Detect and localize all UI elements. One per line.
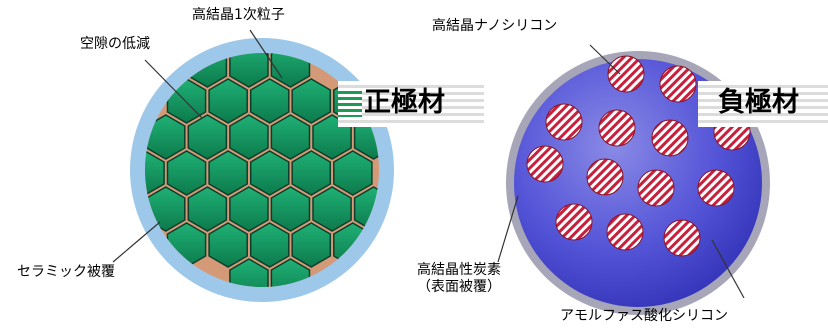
callout-line-amorphous xyxy=(711,239,745,299)
cathode-particle xyxy=(130,38,394,302)
primary-particle xyxy=(249,222,290,268)
label-carbon-coating: 高結晶性炭素 （表面被覆） xyxy=(398,262,520,296)
label-nano-silicon: 高結晶ナノシリコン xyxy=(432,18,558,34)
primary-particle xyxy=(229,258,269,287)
primary-particle xyxy=(208,78,248,124)
callout-line-nano xyxy=(589,44,621,75)
primary-particle xyxy=(208,150,248,196)
anode-badge-label: 負極材 xyxy=(718,87,799,118)
cathode-badge-label: 正極材 xyxy=(364,87,445,118)
label-void-reduction: 空隙の低減 xyxy=(80,36,150,52)
callout-line-carbon xyxy=(497,195,519,263)
striped-bars-icon xyxy=(338,91,362,117)
primary-particle xyxy=(270,186,311,232)
nano-silicon-particle xyxy=(526,145,564,183)
cathode-badge: 正極材 xyxy=(338,81,484,127)
primary-particle xyxy=(187,114,228,160)
nano-silicon-particle xyxy=(606,213,644,251)
primary-particle xyxy=(333,150,373,196)
primary-particle xyxy=(166,150,207,196)
nano-silicon-particle xyxy=(598,109,636,147)
nano-silicon-particle xyxy=(659,65,697,103)
label-primary-particles: 高結晶1次粒子 xyxy=(192,7,285,23)
primary-particle xyxy=(270,258,311,287)
callout-line-void xyxy=(144,59,203,119)
nano-silicon-particle xyxy=(651,119,689,157)
label-carbon-line1: 高結晶性炭素 xyxy=(417,262,501,278)
label-ceramic-coating: セラミック被覆 xyxy=(17,264,115,280)
primary-particle xyxy=(208,222,248,268)
primary-particle xyxy=(291,222,332,268)
primary-particle xyxy=(187,186,228,232)
nano-silicon-particle xyxy=(555,203,593,241)
callout-line-coating xyxy=(112,221,161,263)
label-carbon-line2: （表面被覆） xyxy=(417,279,501,295)
nano-silicon-particle xyxy=(586,158,624,196)
nano-silicon-particle xyxy=(663,219,701,257)
anode-badge: 負極材 xyxy=(698,81,828,127)
callout-lines xyxy=(112,29,745,299)
nano-silicon-particle xyxy=(545,103,583,141)
nano-silicon-group xyxy=(526,55,751,257)
primary-particle xyxy=(312,186,352,232)
primary-particle xyxy=(249,78,290,124)
callout-line-primary xyxy=(249,29,283,79)
primary-particle xyxy=(229,186,269,232)
primary-particle xyxy=(249,150,290,196)
primary-particle xyxy=(229,114,269,160)
nano-silicon-particle xyxy=(697,169,735,207)
primary-particle xyxy=(291,78,332,124)
primary-particle xyxy=(270,114,311,160)
label-amorphous-silicon: アモルファス酸化シリコン xyxy=(560,308,728,324)
nano-silicon-particle xyxy=(607,55,645,93)
primary-particle xyxy=(291,150,332,196)
nano-silicon-particle xyxy=(637,169,675,207)
